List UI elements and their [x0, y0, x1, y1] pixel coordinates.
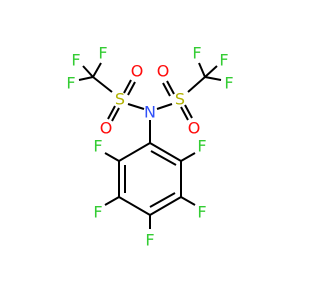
bond-ring-6	[118, 142, 151, 162]
atom-f-right-top-b: F	[219, 51, 228, 70]
bond-c2-f5	[204, 65, 218, 78]
atom-f-ring-meta-right: F	[197, 203, 206, 222]
bond-s2-o3b	[166, 80, 175, 95]
atom-f-right-side: F	[224, 74, 233, 93]
bond-s1-n	[127, 103, 145, 110]
atom-f-ring-para: F	[145, 231, 154, 250]
atom-o-right-top: O	[157, 62, 170, 81]
atom-o-right-bottom: O	[188, 119, 201, 138]
atom-n-center: N	[144, 103, 156, 122]
atom-s-left: S	[115, 90, 125, 109]
bond-ring-inner-1	[150, 150, 177, 166]
bond-c2-f4	[198, 62, 206, 78]
atom-f-ring-ortho-right: F	[197, 137, 206, 156]
bond-s2-o3a	[162, 82, 171, 97]
bond-s2-c2	[187, 76, 206, 93]
bond-s1-o2b	[111, 107, 120, 122]
atom-o-left-top: O	[131, 62, 144, 81]
atom-f-right-top-a: F	[192, 44, 201, 63]
atom-label-layer: F F F S O O N S O O F F F F F F F F	[66, 44, 233, 250]
atom-f-ring-meta-left: F	[93, 203, 102, 222]
bond-s2-o4b	[184, 104, 193, 119]
bond-s1-o2a	[107, 105, 116, 120]
bond-ring-f-meta-left	[104, 196, 120, 206]
bond-c1-f1	[82, 65, 94, 78]
bond-s1-o1b	[127, 81, 136, 96]
atom-f-left-top-b: F	[98, 44, 107, 63]
bond-ring-f-ortho-left	[104, 152, 120, 162]
bond-s2-o4a	[180, 106, 189, 121]
bond-c1-f2	[92, 62, 102, 78]
atom-s-right: S	[175, 90, 185, 109]
bond-ring-inner-2	[149, 192, 176, 208]
bond-ring-f-meta-right	[180, 196, 196, 206]
bond-n-s2	[156, 103, 173, 110]
bond-layer	[78, 62, 222, 229]
bond-ring-f-ortho-right	[180, 152, 196, 162]
atom-f-left-side: F	[66, 74, 75, 93]
bond-c2-f6	[204, 76, 222, 81]
bond-ring-3	[149, 196, 182, 216]
atom-o-left-bottom: O	[100, 119, 113, 138]
atom-f-ring-ortho-left: F	[93, 137, 102, 156]
atom-f-left-top-a: F	[71, 51, 80, 70]
molecule-structure: F F F S O O N S O O F F F F F F F F	[0, 0, 300, 300]
bond-ring-4	[118, 196, 151, 216]
canvas-background	[0, 0, 300, 300]
bond-s1-o1a	[123, 79, 132, 94]
bond-ring-1	[149, 142, 182, 162]
bond-c1-f3	[78, 76, 94, 81]
bond-c1-s1	[92, 76, 113, 93]
